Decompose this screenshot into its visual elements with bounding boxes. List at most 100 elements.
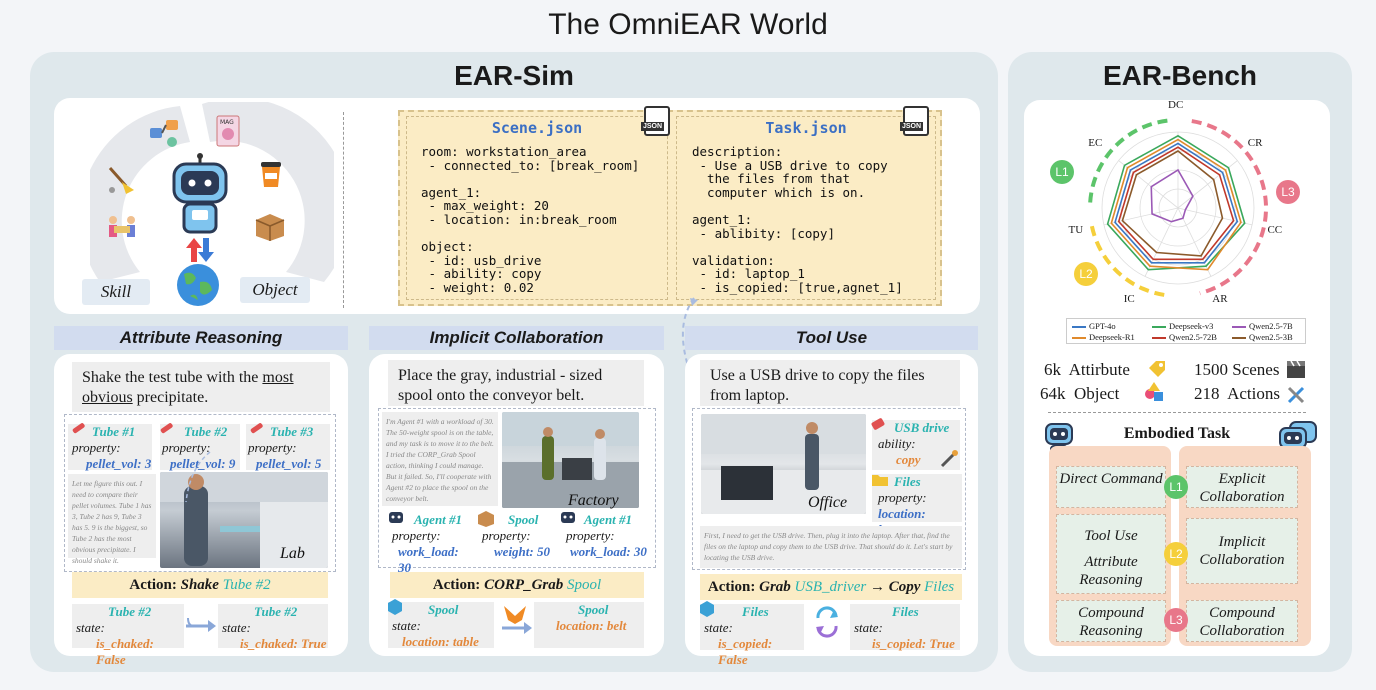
collab-scene-frame bbox=[378, 408, 656, 568]
lab-photo-label: Lab bbox=[280, 545, 305, 562]
legend-swatch bbox=[1072, 326, 1086, 329]
radar-axis-label: CR bbox=[1247, 137, 1263, 150]
level-badge-l2: L2 bbox=[1164, 542, 1188, 566]
legend-swatch bbox=[1072, 337, 1086, 340]
attribute-prompt: Shake the test tube with the most obviou… bbox=[72, 362, 330, 412]
ear-sim-title: EAR-Sim bbox=[454, 60, 574, 91]
office-photo-label: Office bbox=[808, 494, 848, 511]
radar-axis-label: EC bbox=[1088, 137, 1103, 150]
radar-axis-label: IC bbox=[1123, 292, 1135, 305]
shapes-icon bbox=[1145, 382, 1163, 401]
tube-name: Tube #2 bbox=[184, 424, 228, 439]
task-tool-use: Tool Use bbox=[1084, 528, 1138, 544]
task-json-title: Task.json bbox=[765, 119, 847, 137]
tool-prompt: Use a USB drive to copy the files from l… bbox=[700, 360, 960, 406]
stat-number: 218 bbox=[1194, 384, 1220, 403]
attribute-scene-frame bbox=[64, 414, 336, 572]
action-verb: Shake bbox=[180, 577, 219, 593]
radar-axis-label: TU bbox=[1068, 223, 1084, 236]
tools-icon bbox=[1287, 386, 1305, 404]
state-label: state: bbox=[392, 618, 421, 633]
task-implicit-collaboration: Implicit Collaboration bbox=[1186, 518, 1298, 584]
state-name: Tube #2 bbox=[254, 604, 298, 619]
skill-object-wheel bbox=[90, 102, 334, 282]
json-code-box bbox=[398, 110, 942, 306]
robot-icon bbox=[389, 512, 403, 523]
stat-number: 6k bbox=[1044, 360, 1061, 379]
radar-axis-line bbox=[1177, 207, 1212, 277]
legend-entry: Qwen2.5-72B bbox=[1152, 332, 1217, 342]
stat-label: Attirbute bbox=[1068, 360, 1130, 379]
state-after: Tube #2 state: is_chaked: True bbox=[218, 604, 328, 651]
tag-icon bbox=[1149, 361, 1165, 377]
state-name: Spool bbox=[428, 602, 459, 617]
page-title: The OmniEAR World bbox=[548, 8, 828, 41]
level-badge-l3: L3 bbox=[1164, 608, 1188, 632]
state-value: location: belt bbox=[556, 618, 627, 633]
state-name: Files bbox=[742, 604, 769, 619]
task-json-frame bbox=[676, 116, 936, 300]
action-object: Files bbox=[924, 579, 955, 595]
action-verb: CORP_Grab bbox=[484, 577, 564, 593]
cube-icon bbox=[388, 599, 402, 615]
radar-axis-label: AR bbox=[1212, 292, 1228, 305]
object-label: Object bbox=[240, 277, 310, 303]
action-object: USB_driver bbox=[794, 579, 867, 595]
arrow-right-icon bbox=[502, 622, 532, 634]
radar-legend bbox=[1066, 318, 1306, 344]
test-tube-icon bbox=[160, 423, 173, 434]
tube-name: Tube #1 bbox=[92, 424, 136, 439]
legend-swatch bbox=[1152, 326, 1166, 329]
action-object: Spool bbox=[567, 577, 602, 593]
divider bbox=[343, 112, 344, 308]
broom-icon bbox=[108, 167, 134, 194]
box-icon bbox=[255, 214, 285, 241]
clapperboard-icon bbox=[1287, 360, 1305, 378]
action-prefix: Action: bbox=[129, 577, 181, 593]
state-name: Spool bbox=[578, 602, 609, 617]
spool-prop: property: bbox=[482, 528, 531, 543]
svg-text:MAG: MAG bbox=[220, 119, 234, 126]
state-label: state: bbox=[854, 620, 883, 635]
radar-axis-label: DC bbox=[1168, 99, 1184, 111]
radar-level-arc bbox=[1089, 221, 1165, 297]
tool-scene-frame bbox=[692, 408, 966, 570]
collab-action: Action: CORP_Grab Spool bbox=[390, 572, 644, 598]
attribute-reasoning-header: Attribute Reasoning bbox=[54, 326, 348, 350]
legend-label: Deepseek-R1 bbox=[1089, 332, 1135, 342]
radar-level-badge: L3 bbox=[1276, 180, 1300, 204]
robot-icon bbox=[172, 153, 228, 234]
tube-pointer-arrow bbox=[185, 451, 211, 503]
usb-name: USB drive bbox=[894, 420, 950, 435]
radar-axis-label: CC bbox=[1267, 223, 1283, 236]
arrow-right-icon bbox=[186, 617, 216, 632]
stat-attribute: 6k Attirbute bbox=[1044, 360, 1130, 380]
lab-scene-image bbox=[160, 472, 328, 568]
legend-swatch bbox=[1152, 337, 1166, 340]
tool-use-header: Tool Use bbox=[685, 326, 978, 350]
tool-action: Action: Grab USB_driver → Copy Files bbox=[700, 574, 962, 600]
legend-swatch bbox=[1232, 337, 1246, 340]
legend-entry: Deepseek-R1 bbox=[1072, 332, 1135, 342]
json-file-icon: JSON bbox=[900, 106, 929, 136]
tube-value: pellet_vol: 9 bbox=[170, 456, 236, 471]
files-prop: property: bbox=[878, 490, 927, 505]
level-badge-l1: L1 bbox=[1164, 475, 1188, 499]
radar-series-outline bbox=[1114, 142, 1239, 264]
state-before: Tube #2 state: is_chaked: False bbox=[72, 604, 184, 667]
agent-name: Agent #1 bbox=[414, 512, 463, 527]
stat-number: 1500 bbox=[1194, 360, 1228, 379]
robot-icon bbox=[1045, 423, 1073, 461]
radar-axis-line bbox=[1177, 160, 1238, 209]
legend-entry: Qwen2.5-7B bbox=[1232, 321, 1293, 331]
tube-card: Tube #3 property: pellet_vol: 5 bbox=[246, 424, 330, 471]
legend-label: GPT-4o bbox=[1089, 321, 1116, 331]
stat-object: 64k Object bbox=[1040, 384, 1119, 404]
action-verb: Grab bbox=[759, 579, 791, 595]
legend-swatch bbox=[1232, 326, 1246, 329]
people-lifting-icon bbox=[109, 216, 135, 237]
usb-value: copy bbox=[896, 452, 921, 467]
json-file-icon: JSON bbox=[641, 106, 670, 136]
radar-series-outline bbox=[1150, 168, 1194, 223]
spool-value: weight: 50 bbox=[494, 544, 550, 559]
